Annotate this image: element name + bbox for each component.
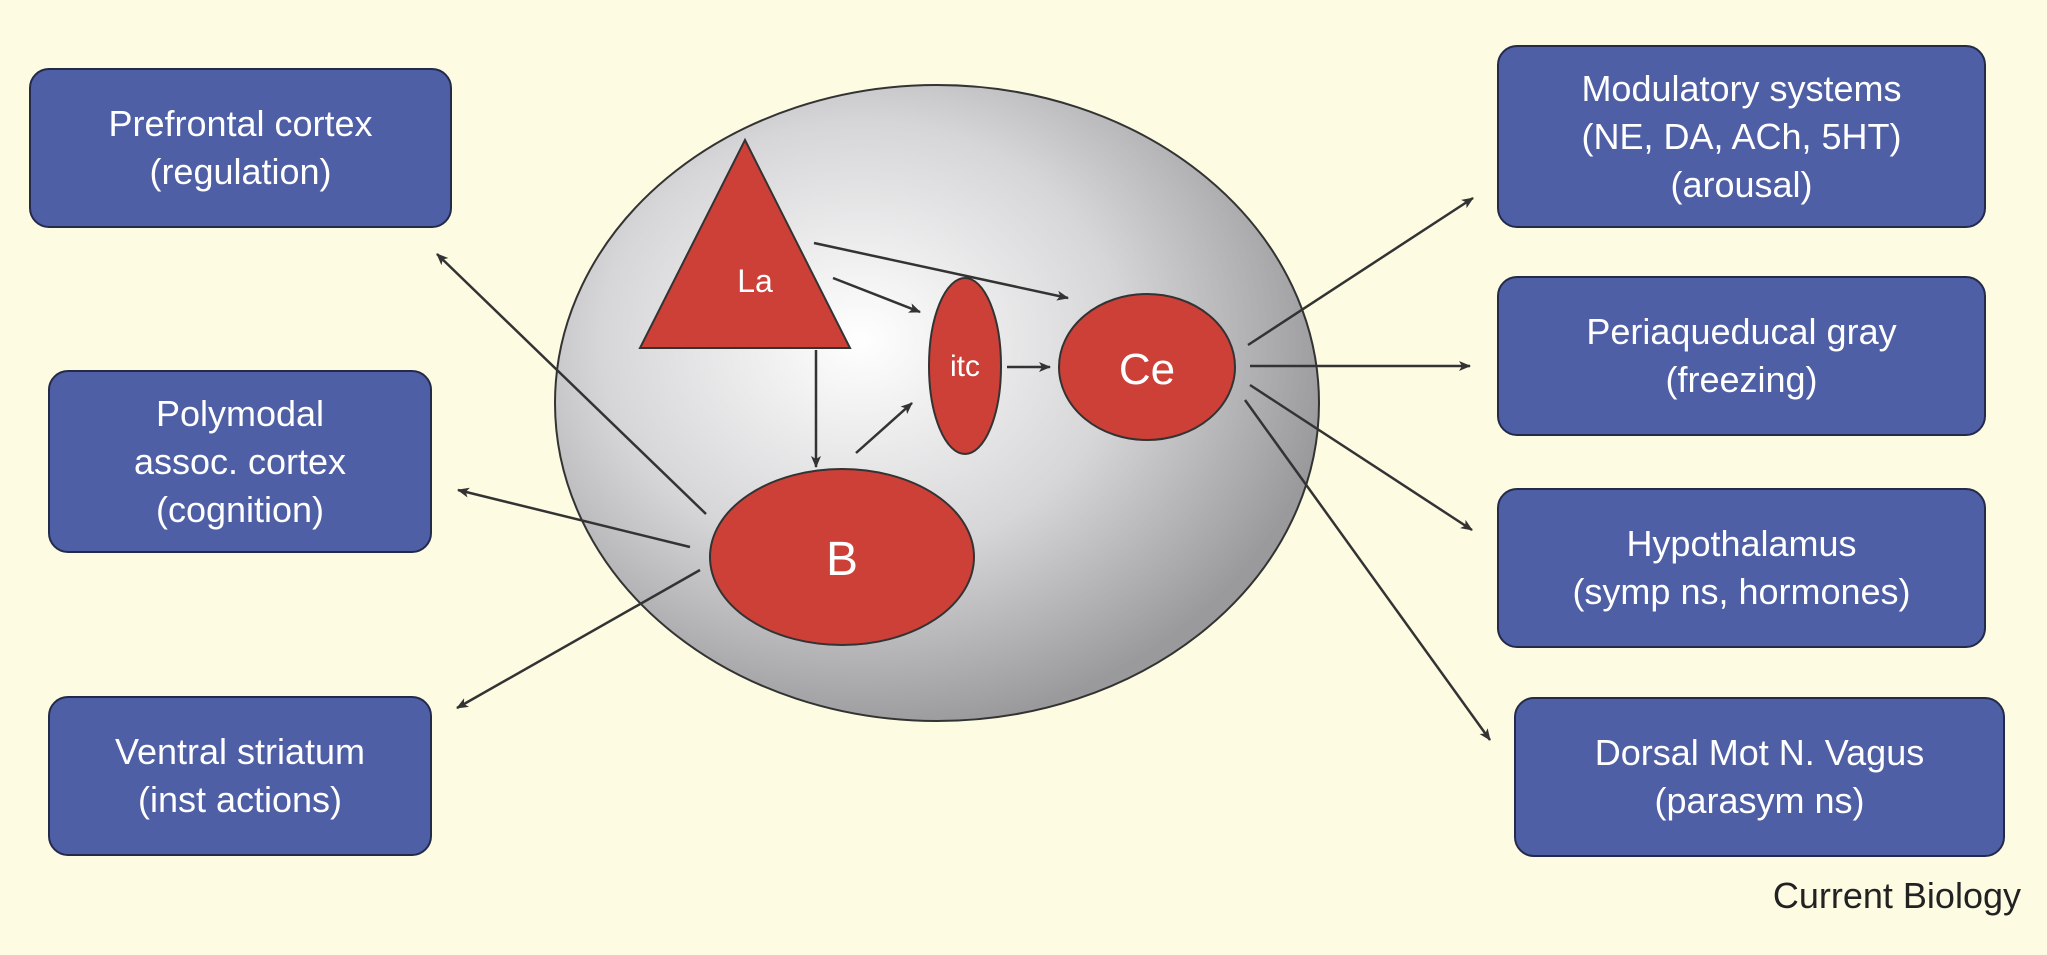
polymodal-cortex-name-line1: Polymodal [155,392,325,434]
polymodal-cortex-box: Polymodal assoc. cortex (cognition) [48,370,432,553]
dorsal-motor-vagus-name: Dorsal Mot N. Vagus [1594,732,1925,773]
b-nucleus [709,468,975,646]
ce-label: Ce [1119,345,1175,394]
arrow-la-to-ce [813,241,1069,301]
periaqueducal-gray-box: Periaqueducal gray (freezing) [1497,276,1986,436]
hypothalamus-role: (symp ns, hormones) [1572,571,1911,612]
journal-credit: Current Biology [1772,875,2021,916]
prefrontal-cortex-box: Prefrontal cortex (regulation) [29,68,452,228]
hypothalamus-name: Hypothalamus [1626,523,1857,564]
dorsal-motor-vagus-role: (parasym ns) [1654,780,1865,821]
modulatory-systems-box: Modulatory systems (NE, DA, ACh, 5HT) (a… [1497,45,1986,228]
prefrontal-cortex-name: Prefrontal cortex [108,103,373,144]
modulatory-systems-name: Modulatory systems [1581,67,1902,109]
modulatory-systems-role: (arousal) [1670,163,1813,205]
modulatory-systems-detail: (NE, DA, ACh, 5HT) [1581,115,1902,157]
arrow-ce-to-vagus [1243,399,1492,741]
ventral-striatum-name: Ventral striatum [114,731,366,772]
arrow-b-to-ventral-striatum [456,568,701,710]
b-label: B [826,533,858,586]
itc-label: itc [950,350,980,383]
la-nucleus [638,137,852,349]
itc-nucleus [928,277,1002,455]
ventral-striatum-box: Ventral striatum (inst actions) [48,696,432,856]
arrow-b-to-itc [855,402,913,454]
arrow-ce-to-modulatory [1247,196,1474,347]
ventral-striatum-role: (inst actions) [137,779,343,820]
la-label: La [737,263,773,299]
dorsal-motor-vagus-box: Dorsal Mot N. Vagus (parasym ns) [1514,697,2005,857]
ce-nucleus [1058,293,1236,441]
arrow-ce-to-hypothalamus [1249,383,1473,532]
hypothalamus-box: Hypothalamus (symp ns, hormones) [1497,488,1986,648]
arrow-la-to-itc [832,276,921,314]
arrow-b-to-prefrontal [436,253,707,515]
periaqueducal-gray-role: (freezing) [1665,359,1818,400]
connection-arrows [436,196,1492,741]
periaqueducal-gray-name: Periaqueducal gray [1586,311,1897,352]
arrow-b-to-polymodal [457,487,691,549]
prefrontal-cortex-role: (regulation) [149,151,332,192]
polymodal-cortex-role: (cognition) [155,488,325,530]
polymodal-cortex-name-line2: assoc. cortex [133,440,347,482]
